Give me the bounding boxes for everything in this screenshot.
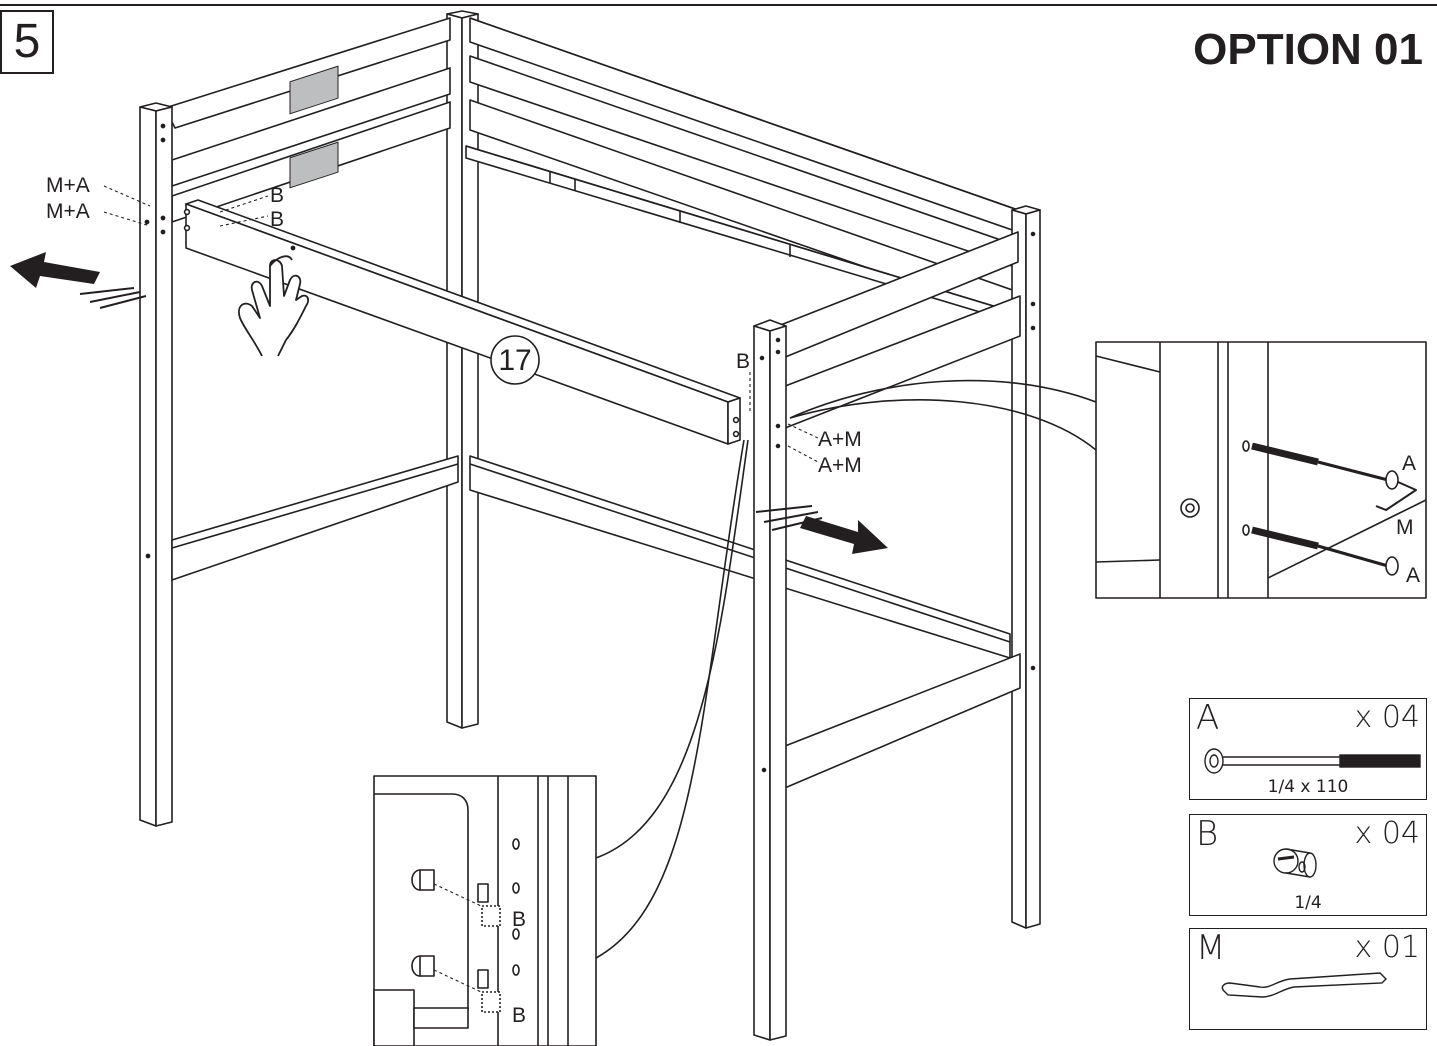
callout-left-top: M+A [46,174,90,197]
callout-right-top: A+M [818,428,862,451]
zoom-leader-bottom [595,439,749,959]
left-lower-rail [171,455,459,581]
hardware-a-size: 1/4 x 110 [1267,777,1349,797]
left-end-panel [164,17,451,223]
callout-labels: M+A M+A B B B A+M A+M [46,174,862,477]
arrow-right-icon [755,505,888,554]
bolt-detail-label-a-bottom: A [1406,564,1420,587]
hardware-b-quantity: x 04 [1354,816,1420,851]
barrel-detail-label-b-top: B [512,908,526,931]
hardware-box-b: B x 04 1/4 [1189,814,1427,916]
hardware-a-code: A [1196,698,1220,738]
right-front-post [753,319,787,1041]
zoom-leader-right [789,379,1097,451]
part-number-badge: 17 [490,335,540,385]
callout-right-bottom: A+M [818,454,862,477]
back-upper-rails [465,17,1019,321]
back-lower-rail [469,455,1011,659]
arrow-left-icon [10,252,147,309]
callout-left-b-bottom: B [270,208,284,231]
option-title: OPTION 01 [1193,25,1423,74]
page-top-rule [0,4,1437,6]
barrel-detail-box: B B [373,775,597,1046]
side-rail-17 [183,199,741,445]
hardware-b-size: 1/4 [1294,893,1322,913]
hardware-box-a: A x 04 1/4 x 110 [1189,698,1427,800]
bolt-detail-label-m: M [1396,516,1414,539]
bolt-detail-label-a-top: A [1402,452,1416,475]
bolt-detail-box: A M A [1095,341,1427,599]
back-post-right [1011,205,1041,929]
callout-right-b: B [736,350,750,373]
left-front-post [139,102,173,827]
hardware-m-code: M [1196,928,1226,968]
step-number: 5 [13,15,41,68]
hex-socket-bolt-icon [1204,748,1421,774]
callout-left-bottom: M+A [46,200,90,223]
hand-push-icon [238,255,309,357]
hardware-b-code: B [1196,814,1219,854]
step-number-box: 5 [0,10,54,74]
part-number: 17 [498,344,531,377]
hardware-m-quantity: x 01 [1354,930,1420,965]
callout-left-b-top: B [270,184,284,207]
back-post-center [446,10,479,729]
leader-lines [103,185,819,463]
right-end-panel [777,231,1021,791]
barrel-nut-icon [1273,848,1317,878]
hardware-a-quantity: x 04 [1354,700,1420,735]
allen-key-icon [1221,972,1387,998]
hardware-box-m: M x 01 [1189,928,1427,1030]
barrel-detail-label-b-bottom: B [512,1004,526,1027]
